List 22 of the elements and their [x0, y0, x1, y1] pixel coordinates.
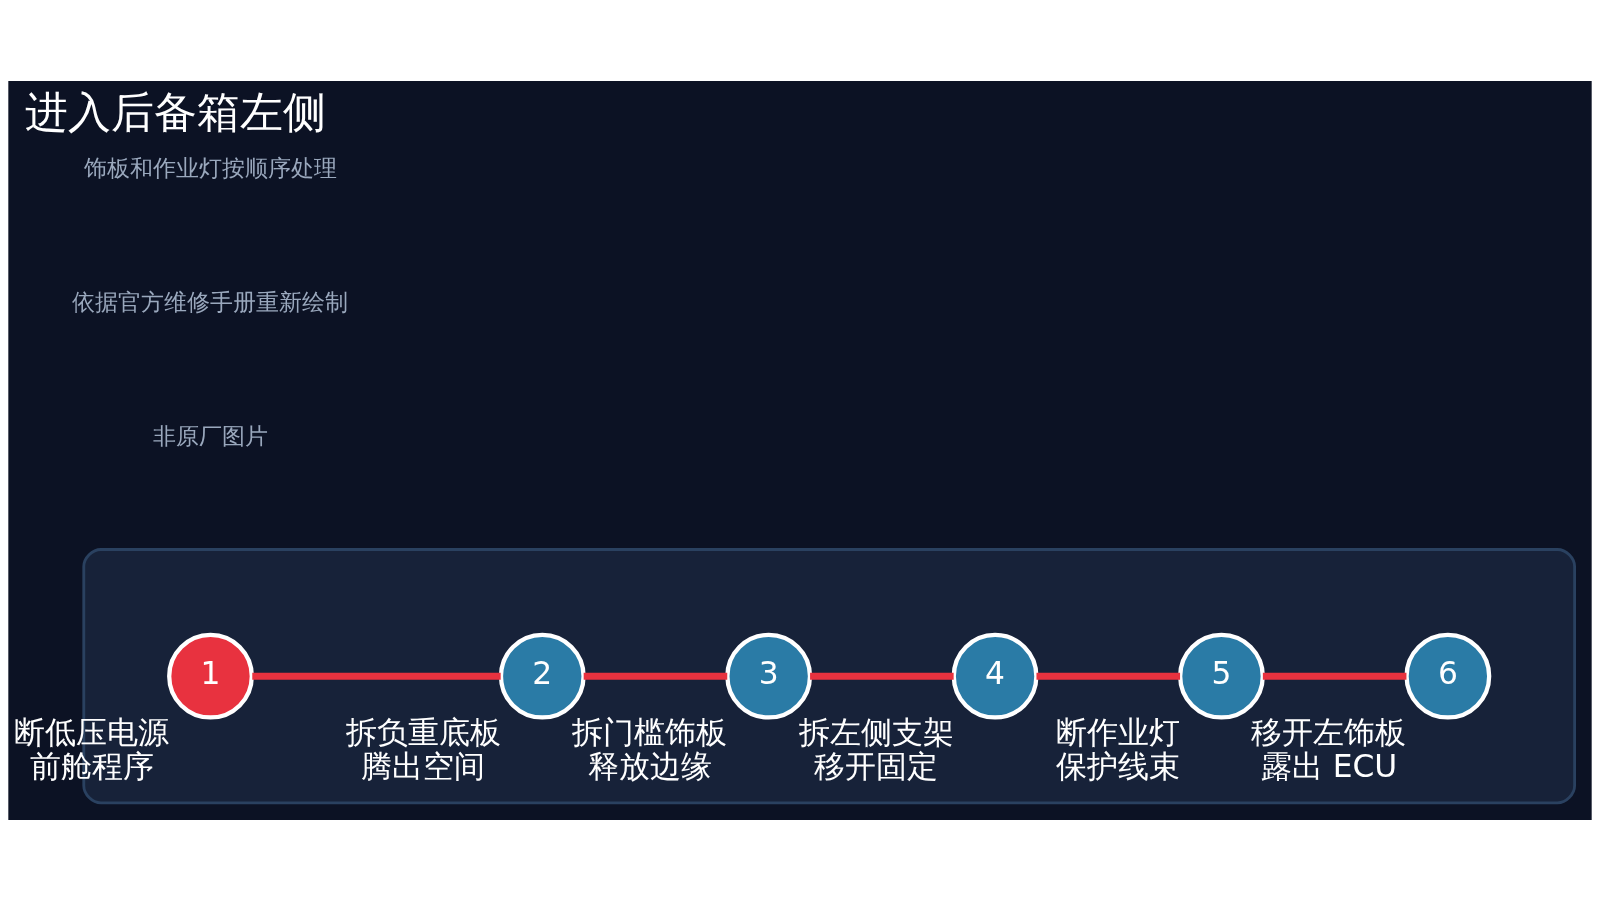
node-label: 腾出空间	[361, 747, 486, 784]
diagram-title: 进入后备箱左侧	[25, 86, 327, 137]
node-label: 释放边缘	[587, 747, 712, 784]
label: 饰板和作业灯按顺序处理	[84, 154, 338, 181]
connector	[252, 672, 501, 680]
node-circle: 6	[1404, 632, 1492, 720]
node-label: 拆负重底板	[345, 713, 501, 750]
label: 非原厂图片	[153, 422, 269, 449]
connector	[810, 672, 954, 680]
node-label: 断作业灯	[1055, 713, 1180, 750]
connector	[1036, 672, 1181, 680]
node-circle: 1	[167, 632, 254, 720]
node-label: 露出 ECU	[1260, 747, 1398, 784]
node-label: 移开固定	[814, 747, 939, 784]
node-label: 前舱程序	[29, 747, 154, 784]
label: 依据官方维修手册重新绘制	[72, 288, 349, 315]
node-circle: 5	[1178, 632, 1265, 720]
connector	[583, 672, 728, 680]
node-label: 保护线束	[1055, 747, 1180, 784]
node-label: 断低压电源	[14, 713, 170, 750]
connector	[1262, 672, 1407, 680]
node-circle: 4	[951, 632, 1039, 720]
